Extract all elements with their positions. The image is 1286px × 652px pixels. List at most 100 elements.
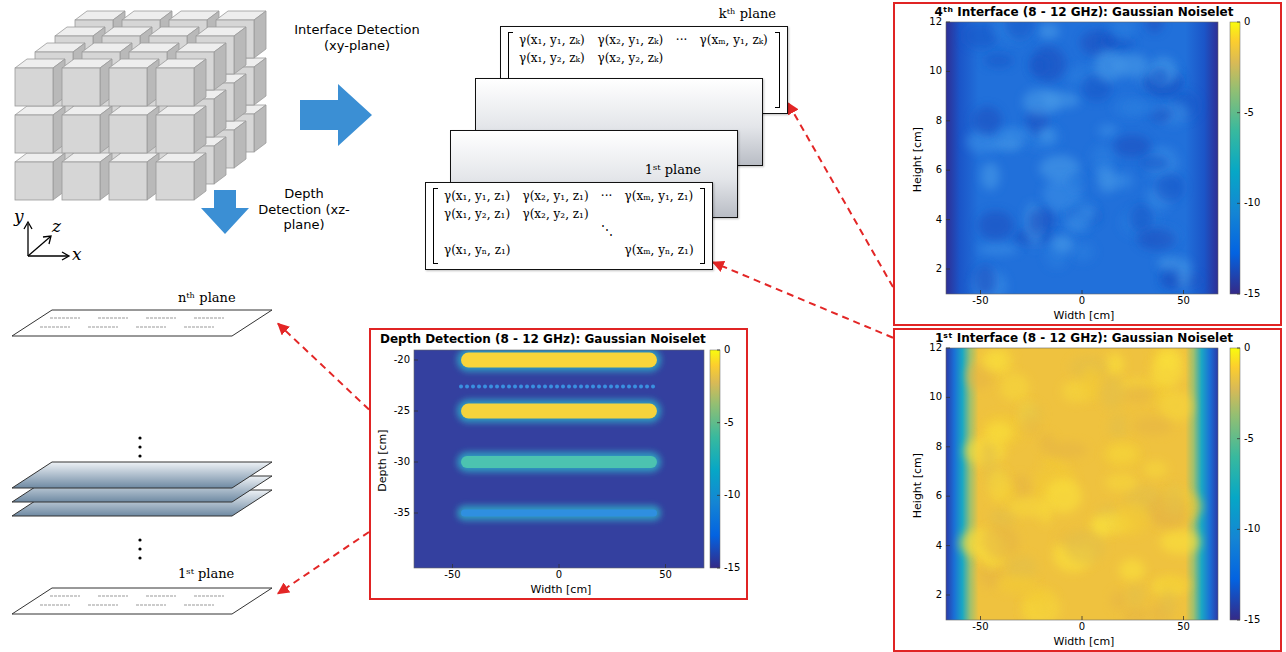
matrix-entry: γ(x₁, y₁, z₁) xyxy=(444,189,510,203)
tick-label: 8 xyxy=(936,441,942,453)
weak-band-dot xyxy=(567,385,571,389)
tick-label: -20 xyxy=(394,354,410,366)
cube-side xyxy=(194,106,206,153)
plane-sheet-node: nᵗʰ plane xyxy=(10,290,278,338)
tick-mark xyxy=(946,269,950,270)
axis-title: Height [cm] xyxy=(911,453,924,518)
matrix-entry: ⋱ xyxy=(601,223,613,237)
heatmap-blob xyxy=(1106,353,1124,375)
heatmap-blob xyxy=(1008,497,1050,517)
heatmap-blob xyxy=(988,469,1009,503)
plot-panel: 1ˢᵗ Interface (8 - 12 GHz): Gaussian Noi… xyxy=(893,328,1282,652)
faint-matrix-mark xyxy=(88,604,118,605)
ellipsis-dot xyxy=(138,538,141,541)
generated-art xyxy=(12,2,1282,652)
heatmap xyxy=(946,22,1218,294)
heatmap-blob xyxy=(1155,173,1184,202)
tick-mark xyxy=(717,568,720,569)
tick-label: 2 xyxy=(936,263,942,275)
weak-band-dot xyxy=(459,385,463,389)
cube-side xyxy=(214,43,226,90)
heatmap-blob xyxy=(1156,576,1190,591)
tick-label: 4 xyxy=(936,540,942,552)
tick-mark xyxy=(1237,294,1240,295)
weak-band-dot xyxy=(633,385,637,389)
heatmap-blob xyxy=(1119,559,1145,582)
tick-mark xyxy=(946,71,950,72)
step-label: Depth Detection (xz-plane) xyxy=(252,186,356,233)
tick-mark xyxy=(980,290,981,294)
tick-mark xyxy=(946,348,950,349)
weak-band-dot xyxy=(489,385,493,389)
heatmap-blob xyxy=(1101,375,1124,410)
tick-label: -15 xyxy=(724,562,740,574)
tick-mark xyxy=(414,360,418,361)
heatmap-blob xyxy=(1122,385,1155,402)
plane-sheet xyxy=(12,310,272,336)
band-glow xyxy=(457,350,661,372)
tick-mark xyxy=(717,495,720,496)
weak-band-dot xyxy=(495,385,499,389)
heatmap xyxy=(946,348,1218,620)
matrix-entry: γ(x₁, y₁, zₖ) xyxy=(519,33,585,47)
tick-label: -50 xyxy=(444,569,460,581)
axis-letter: x xyxy=(72,244,82,264)
plot-frame xyxy=(414,350,704,568)
ellipsis-dot xyxy=(138,547,141,550)
weak-band-dot xyxy=(501,385,505,389)
axis-title: Width [cm] xyxy=(531,583,592,596)
tick-label: 4 xyxy=(936,214,942,226)
plot-title: Depth Detection (8 - 12 GHz): Gaussian N… xyxy=(380,332,706,346)
plane-label: kᵗʰ plane xyxy=(719,6,776,22)
axis-title: Width [cm] xyxy=(1054,309,1115,322)
band-glow xyxy=(457,452,661,472)
tick-mark xyxy=(946,397,950,398)
panel-ground xyxy=(369,328,748,600)
matrix-entry: γ(x₁, yₙ, z₁) xyxy=(444,243,510,257)
tick-label: -10 xyxy=(1244,197,1260,209)
heatmap-blob xyxy=(1105,473,1138,491)
heatmap-blob xyxy=(1116,503,1148,536)
heatmap-blob xyxy=(1127,101,1162,114)
tick-mark xyxy=(1082,616,1083,620)
dashed-pointer-arrow xyxy=(788,103,893,287)
tick-mark xyxy=(1082,290,1083,294)
cube-side xyxy=(234,121,246,168)
tick-mark xyxy=(717,422,720,423)
heatmap-blob xyxy=(1149,57,1177,86)
weak-band-dot xyxy=(639,385,643,389)
reflection-band xyxy=(461,353,657,368)
tick-label: 12 xyxy=(929,342,942,354)
matrix-card: γ(x₁, y₁, z₁)γ(x₂, y₁, z₁)···γ(xₘ, y₁, z… xyxy=(425,182,713,270)
tick-mark xyxy=(1237,22,1240,23)
cube-side xyxy=(214,137,226,184)
matrix-entry: γ(x₂, y₁, z₁) xyxy=(522,189,588,203)
cube-front xyxy=(62,68,100,106)
heatmap-blob xyxy=(1114,135,1151,157)
tick-mark xyxy=(1237,529,1240,530)
axis-triad xyxy=(24,222,69,260)
tick-label: 0 xyxy=(724,344,730,356)
heatmap-blob xyxy=(981,162,1000,190)
ellipsis-dot xyxy=(138,454,141,457)
tick-mark xyxy=(1183,616,1184,620)
heatmap-blob xyxy=(1098,170,1118,192)
tick-mark xyxy=(665,564,666,568)
heatmap-blob xyxy=(1165,483,1184,517)
faint-matrix-mark xyxy=(184,604,214,605)
heatmap-blob xyxy=(1006,22,1034,40)
heatmap-blob xyxy=(1031,46,1066,81)
weak-band-dot xyxy=(531,385,535,389)
weak-band-dot xyxy=(645,385,649,389)
panel-ground xyxy=(893,328,1282,652)
tick-mark xyxy=(980,616,981,620)
faint-matrix-mark xyxy=(98,317,128,318)
tick-mark xyxy=(946,22,950,23)
tick-label: 50 xyxy=(1177,621,1190,633)
dashed-pointer-arrow xyxy=(713,262,893,337)
heatmap-base xyxy=(946,22,1218,294)
tick-mark xyxy=(452,564,453,568)
tick-label: 0 xyxy=(1079,295,1085,307)
heatmap-base xyxy=(946,348,1218,620)
